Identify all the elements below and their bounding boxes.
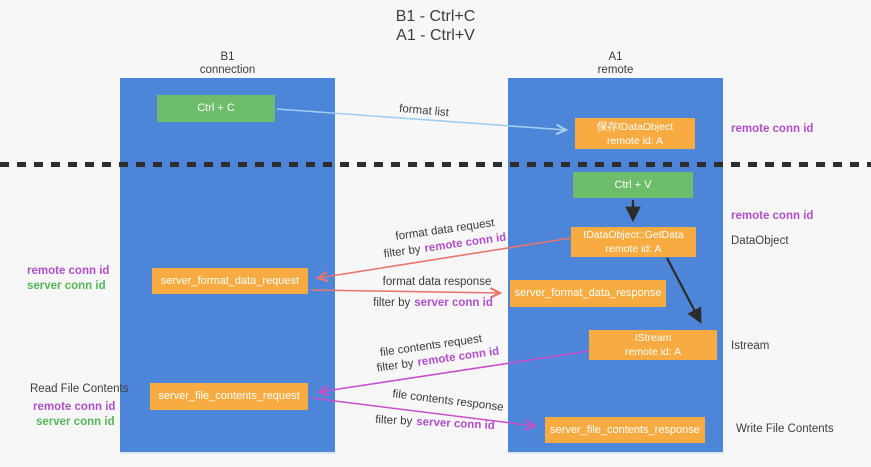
node-server-file-contents-response: server_file_contents_response <box>545 417 705 443</box>
annotation-dataobject: DataObject <box>731 235 789 247</box>
server-conn-id-highlight: server conn id <box>415 416 496 433</box>
annotation-remote-conn-id-bottom-left: remote conn id <box>33 401 116 413</box>
filter-by-text: filter by <box>376 357 415 375</box>
node-ctrl-v: Ctrl + V <box>573 172 693 198</box>
node-idataobject-getdata-line2: remote id: A <box>605 243 662 255</box>
node-ctrl-c-label: Ctrl + C <box>197 102 235 114</box>
lane-header-a1-role: remote <box>597 64 634 76</box>
node-saved-dataobject-line2: remote id: A <box>606 134 664 147</box>
node-saved-dataobject-line1: 保存IDataObject <box>596 120 674 133</box>
title-line-1: B1 - Ctrl+C <box>395 8 476 25</box>
server-conn-id-highlight: server conn id <box>414 297 493 309</box>
annotation-istream: Istream <box>731 340 770 352</box>
annotation-server-conn-id-left: server conn id <box>27 280 106 292</box>
node-istream-line1: IStream <box>634 332 672 344</box>
lane-header-a1-name: A1 <box>608 51 623 63</box>
lane-header-b1-name: B1 <box>220 51 235 63</box>
filter-by-text: filter by <box>373 297 411 309</box>
node-ctrl-c: Ctrl + C <box>157 95 275 122</box>
node-istream-line2: remote id: A <box>624 346 682 358</box>
lane-header-b1-role: connection <box>199 64 256 76</box>
annotation-remote-conn-id-left: remote conn id <box>27 265 110 277</box>
arrow-format-data-response <box>310 287 503 299</box>
annotation-remote-conn-id-mid: remote conn id <box>731 210 814 222</box>
edge-label-file-contents-response: file contents response <box>391 388 505 414</box>
annotation-server-conn-id-bottom-left: server conn id <box>36 416 115 428</box>
lane-header-b1: B1 connection <box>120 51 335 77</box>
node-server-format-data-response-label: server_format_data_response <box>514 287 662 299</box>
lane-header-a1: A1 remote <box>508 51 723 77</box>
annotation-read-file-contents: Read File Contents <box>30 383 129 395</box>
node-server-file-contents-request-label: server_file_contents_request <box>158 390 300 402</box>
title-line-2: A1 - Ctrl+V <box>396 27 475 44</box>
node-idataobject-getdata: IDataObject::GetData remote id: A <box>571 227 696 257</box>
edge-label-format-list: format list <box>398 102 450 120</box>
filter-by-text: filter by <box>374 413 413 428</box>
node-saved-dataobject: 保存IDataObject remote id: A <box>575 118 695 149</box>
annotation-write-file-contents: Write File Contents <box>736 423 834 435</box>
node-server-format-data-response: server_format_data_response <box>510 280 666 307</box>
node-server-file-contents-response-label: server_file_contents_response <box>550 423 700 436</box>
node-server-format-data-request-label: server_format_data_request <box>160 274 300 287</box>
node-idataobject-getdata-line1: IDataObject::GetData <box>583 229 684 241</box>
edge-label-format-data-response: format data response <box>382 276 492 288</box>
session-divider-line <box>0 162 871 167</box>
diagram-title: B1 - Ctrl+C A1 - Ctrl+V <box>0 7 871 45</box>
node-ctrl-v-label: Ctrl + V <box>614 178 652 191</box>
node-server-file-contents-request: server_file_contents_request <box>150 383 308 410</box>
node-istream: IStream remote id: A <box>589 330 717 360</box>
filter-by-text: filter by <box>383 243 422 261</box>
annotation-remote-conn-id-top: remote conn id <box>731 123 814 135</box>
node-server-format-data-request: server_format_data_request <box>152 268 308 294</box>
